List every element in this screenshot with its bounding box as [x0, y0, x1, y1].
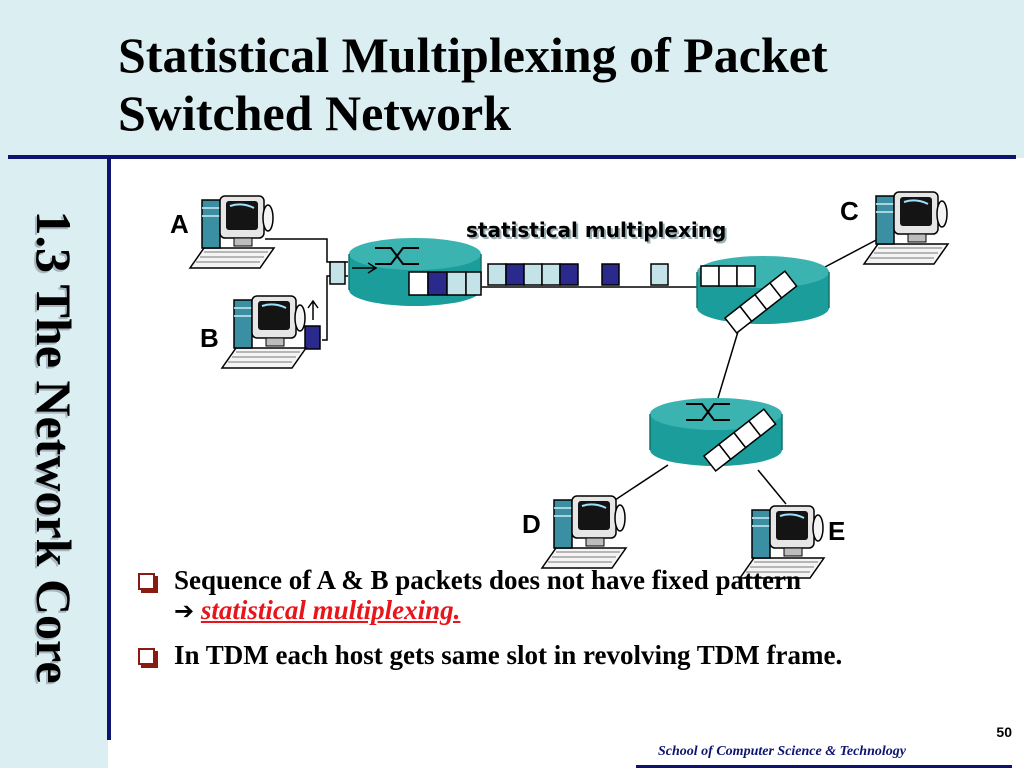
- bullet-item: In TDM each host gets same slot in revol…: [138, 640, 998, 670]
- router-right: [696, 255, 830, 335]
- link-router-c: [824, 237, 881, 268]
- link-label: statistical multiplexing: [466, 218, 726, 242]
- host-label-e: E: [828, 516, 845, 546]
- footer-rule: [636, 765, 1012, 768]
- side-divider: [107, 157, 111, 740]
- packet-stream: [487, 263, 669, 286]
- desktop-computer-icon: [189, 195, 275, 269]
- emphasis-text: statistical multiplexing.: [200, 595, 461, 625]
- packet-icon: [329, 261, 346, 285]
- title-divider: [8, 155, 1016, 159]
- host-label-d: D: [522, 509, 541, 539]
- title-band: [0, 0, 1024, 158]
- bullet-text: In TDM each host gets same slot in revol…: [174, 640, 843, 670]
- footer-text: School of Computer Science & Technology: [658, 744, 906, 759]
- link-router-e: [757, 469, 787, 505]
- page-number: 50: [996, 724, 1012, 740]
- right-arrow-icon: ➔: [174, 597, 195, 625]
- bullet-text: Sequence of A & B packets does not have …: [174, 565, 801, 595]
- footer: School of Computer Science & Technology: [636, 744, 1016, 768]
- desktop-computer-icon: [863, 191, 949, 265]
- link-label-shadow: statistical multiplexing: [468, 220, 728, 244]
- desktop-computer-icon: [541, 495, 627, 569]
- up-arrow-icon: [307, 299, 319, 320]
- slide-title: Statistical Multiplexing of Packet Switc…: [118, 27, 828, 141]
- link-b-router: [322, 275, 348, 341]
- router-left: [348, 237, 482, 307]
- host-b: [221, 295, 307, 369]
- host-label-b: B: [200, 323, 219, 353]
- packet-icon: [304, 325, 321, 350]
- side-band: [0, 158, 108, 768]
- link-a-router: [265, 238, 348, 263]
- host-c: [863, 191, 949, 265]
- bullet-item: Sequence of A & B packets does not have …: [138, 565, 998, 626]
- link-router-router-lower: [717, 324, 741, 399]
- host-a: [189, 195, 275, 269]
- bullet-icon: [138, 573, 155, 590]
- right-arrow-icon: [352, 262, 378, 274]
- host-d: [541, 495, 627, 569]
- desktop-computer-icon: [221, 295, 307, 369]
- host-label-a: A: [170, 209, 189, 239]
- bullet-list: Sequence of A & B packets does not have …: [138, 565, 998, 684]
- bullet-icon: [138, 648, 155, 665]
- host-label-c: C: [840, 196, 859, 226]
- router-lower: [649, 397, 783, 473]
